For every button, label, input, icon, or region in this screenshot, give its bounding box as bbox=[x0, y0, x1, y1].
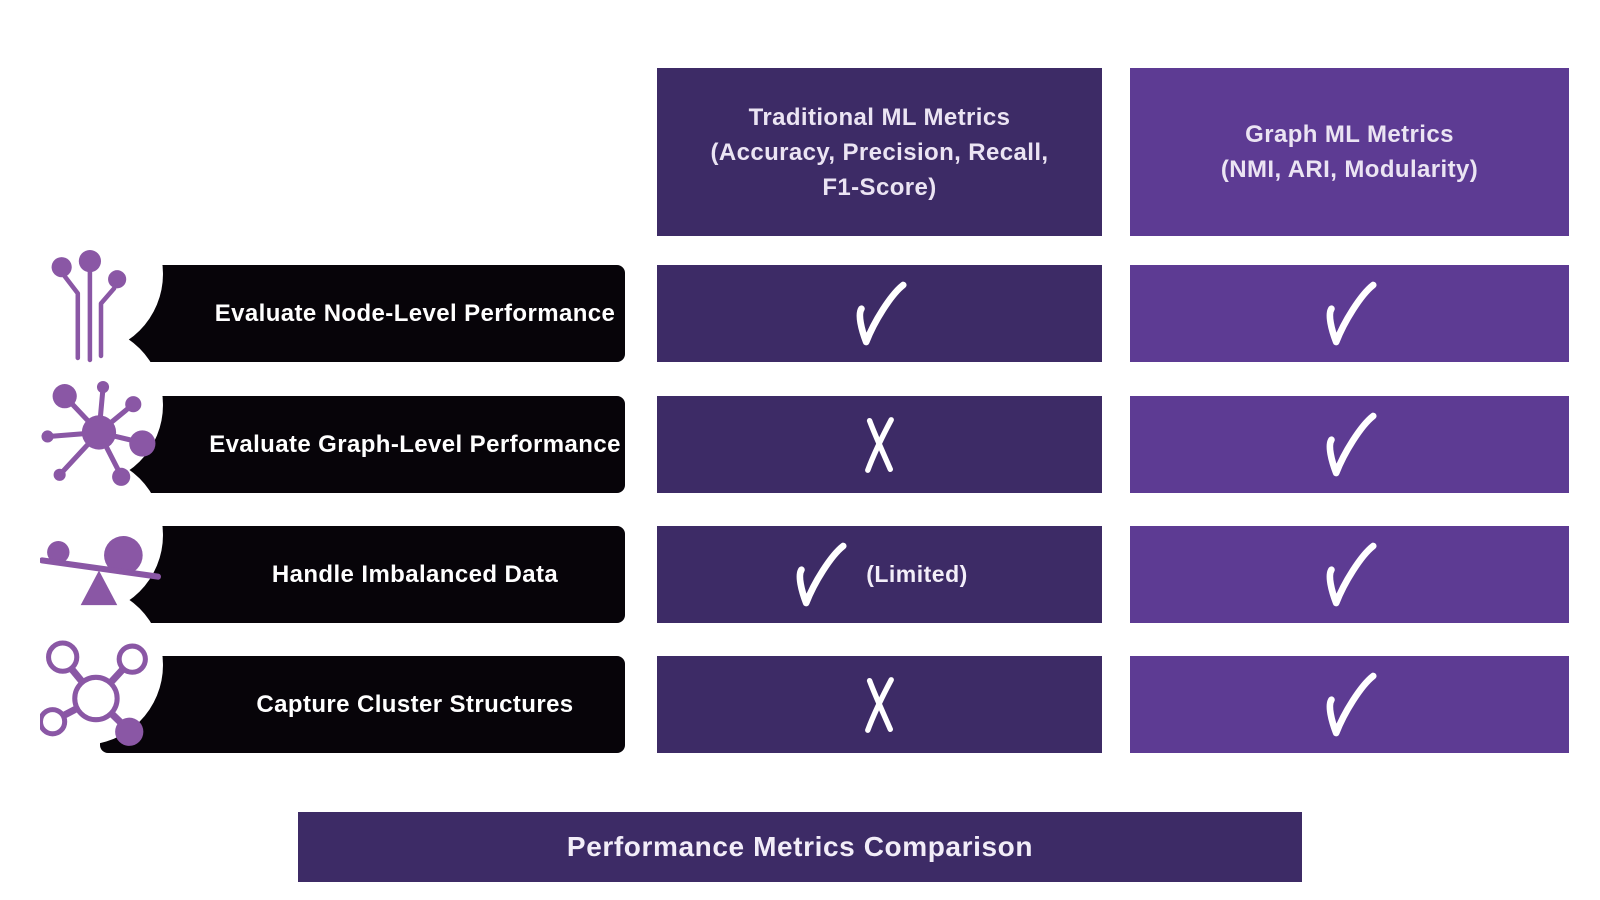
row-label-bar: Evaluate Node-Level Performance bbox=[100, 265, 625, 362]
feature-row-imbalanced-data: Handle Imbalanced Data (Limited) bbox=[0, 455, 1600, 623]
cross-icon bbox=[865, 416, 894, 473]
cell-imbalanced-traditional: (Limited) bbox=[657, 526, 1102, 623]
cell-node-level-traditional bbox=[657, 265, 1102, 362]
row-label: Evaluate Node-Level Performance bbox=[214, 299, 616, 327]
cluster-structure-icon bbox=[40, 640, 148, 746]
imbalance-scale-icon bbox=[40, 535, 161, 606]
feature-row-node-level: Evaluate Node-Level Performance bbox=[0, 194, 1600, 363]
header-line: (NMI, ARI, Modularity) bbox=[1220, 156, 1479, 183]
check-icon bbox=[1326, 542, 1377, 607]
row-label-bar: Capture Cluster Structures bbox=[100, 656, 625, 753]
check-icon bbox=[1326, 672, 1377, 737]
column-header-graph: Graph ML Metrics (NMI, ARI, Modularity) bbox=[1130, 68, 1569, 236]
column-header-traditional: Traditional ML Metrics (Accuracy, Precis… bbox=[657, 68, 1102, 236]
node-pins-icon bbox=[51, 250, 127, 363]
feature-row-graph-level: Evaluate Graph-Level Performance bbox=[0, 325, 1600, 493]
row-label: Evaluate Graph-Level Performance bbox=[209, 430, 621, 458]
row-label: Capture Cluster Structures bbox=[256, 690, 574, 718]
header-line: Traditional ML Metrics bbox=[748, 103, 1011, 131]
feature-row-cluster-structures: Capture Cluster Structures bbox=[0, 585, 1600, 753]
header-line: F1-Score) bbox=[822, 173, 937, 201]
check-icon bbox=[796, 542, 847, 607]
check-icon bbox=[856, 281, 907, 346]
cell-cluster-traditional bbox=[657, 656, 1102, 753]
chart-title-bar: Performance Metrics Comparison bbox=[298, 812, 1302, 882]
header-line: (Accuracy, Precision, Recall, bbox=[710, 138, 1049, 166]
check-icon bbox=[1326, 412, 1377, 477]
check-icon bbox=[1326, 281, 1377, 346]
cell-imbalanced-graph bbox=[1130, 526, 1569, 623]
cell-graph-level-graph bbox=[1130, 396, 1569, 493]
cell-cluster-graph bbox=[1130, 656, 1569, 753]
header-line: Graph ML Metrics bbox=[1245, 121, 1454, 148]
graph-network-icon bbox=[41, 381, 156, 486]
row-label-bar: Evaluate Graph-Level Performance bbox=[100, 396, 625, 493]
cell-note: (Limited) bbox=[866, 561, 968, 587]
row-label-bar: Handle Imbalanced Data bbox=[100, 526, 625, 623]
row-label: Handle Imbalanced Data bbox=[271, 560, 559, 588]
chart-title: Performance Metrics Comparison bbox=[566, 831, 1034, 862]
cross-icon bbox=[865, 676, 894, 733]
cell-graph-level-traditional bbox=[657, 396, 1102, 493]
cell-node-level-graph bbox=[1130, 265, 1569, 362]
